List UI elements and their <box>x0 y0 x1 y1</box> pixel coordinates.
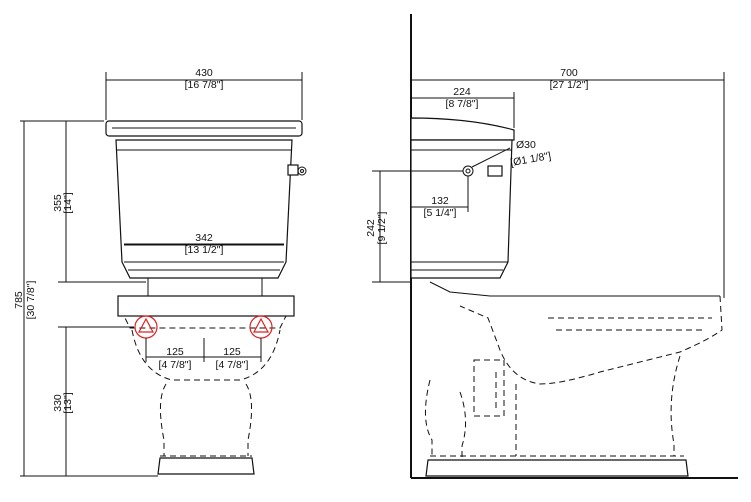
dim-bolt-right-in: [4 7/8"] <box>216 359 249 371</box>
dim-overall-depth-in: [27 1/2"] <box>550 79 589 91</box>
dim-total-height-mm: 785 <box>13 291 25 309</box>
dim-tank-depth-mm: 224 <box>453 86 471 98</box>
side-tank-lid <box>410 117 515 141</box>
dim-bolt-left-mm: 125 <box>166 346 184 358</box>
dim-inner-width-in: [13 1/2"] <box>185 244 224 256</box>
side-tank-body <box>410 139 513 279</box>
dim-bolt-right-mm: 125 <box>223 346 241 358</box>
dim-inlet-diameter-mm: Ø30 <box>516 139 536 151</box>
front-view: 430 [16 7/8"] 355 [14"] 785 [30 7/8"] 33… <box>13 67 307 477</box>
seat-rim <box>117 295 295 317</box>
dim-bolt-left-in: [4 7/8"] <box>159 359 192 371</box>
dim-tank-height-in: [14"] <box>62 192 74 213</box>
dim-overall-depth-mm: 700 <box>560 67 578 79</box>
dim-inlet-height-in: [9 1/2"] <box>376 211 388 244</box>
dim-tank-height-mm: 355 <box>52 194 64 212</box>
dim-inlet-offset-in: [5 1/4"] <box>424 207 457 219</box>
dim-inlet-height-mm: 242 <box>365 219 377 237</box>
right-bolt-marker <box>249 315 273 339</box>
flush-handle <box>287 164 307 176</box>
dim-tank-depth-in: [8 7/8"] <box>446 98 479 110</box>
trapway-box <box>473 359 505 417</box>
side-base <box>425 459 689 477</box>
dim-tank-width-mm: 430 <box>195 67 213 79</box>
dim-inlet-diameter-in: [Ø1 1/8"] <box>509 150 552 169</box>
side-view: 700 [27 1/2"] 224 [8 7/8"] Ø30 [Ø1 1/8"]… <box>365 14 738 479</box>
dim-inlet-offset-mm: 132 <box>431 195 449 207</box>
tank-body <box>115 139 293 279</box>
dim-inner-width-mm: 342 <box>195 232 213 244</box>
left-bolt-marker <box>134 315 158 339</box>
dim-tank-width-in: [16 7/8"] <box>185 79 224 91</box>
dim-total-height-in: [30 7/8"] <box>25 281 37 320</box>
dim-bowl-height-in: [13"] <box>62 392 74 413</box>
dim-bowl-height-mm: 330 <box>52 394 64 412</box>
base <box>157 457 255 475</box>
